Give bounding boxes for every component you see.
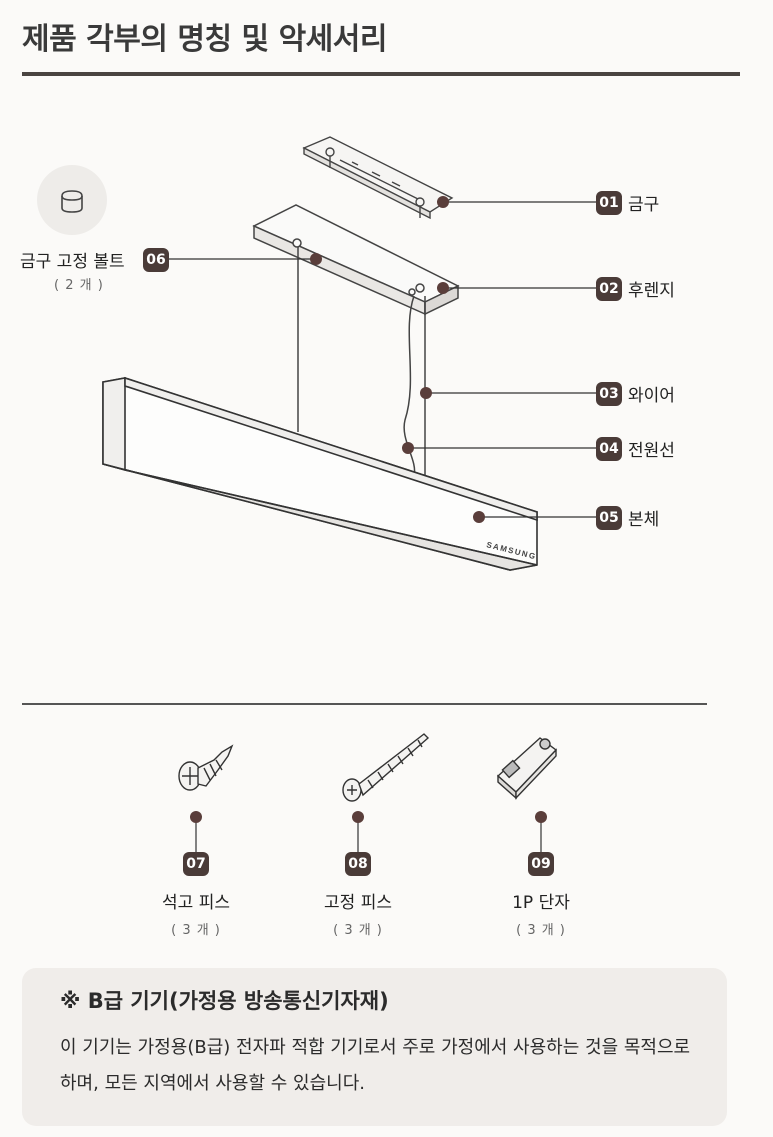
screw-icon bbox=[342, 733, 430, 802]
part-label-power-cord: 전원선 bbox=[628, 441, 675, 461]
accessory-name: 석고 피스 bbox=[162, 893, 230, 913]
part-label-body: 본체 bbox=[628, 510, 660, 530]
accessory-terminal: 1P 단자 ( 3 개 ) bbox=[471, 888, 611, 938]
accessory-badge-07: 07 bbox=[183, 852, 209, 876]
part-label-bracket-bolt: 금구 고정 볼트 bbox=[20, 252, 125, 272]
part-label-flange: 후렌지 bbox=[628, 281, 675, 301]
title-divider bbox=[22, 72, 740, 76]
terminal-connector-icon bbox=[496, 737, 558, 800]
lamp-body-drawing bbox=[102, 376, 538, 571]
accessory-screw: 고정 피스 ( 3 개 ) bbox=[288, 888, 428, 938]
accessory-qty: ( 3 개 ) bbox=[516, 923, 566, 938]
bracket-drawing bbox=[302, 136, 454, 220]
page-title: 제품 각부의 명칭 및 악세서리 bbox=[22, 22, 387, 57]
leader-dots bbox=[310, 196, 485, 523]
part-badge-05: 05 bbox=[596, 506, 622, 530]
part-badge-02: 02 bbox=[596, 277, 622, 301]
part-qty-bracket-bolt: ( 2 개 ) bbox=[54, 278, 104, 293]
accessories-diagram bbox=[178, 733, 558, 852]
bolt-icon bbox=[61, 190, 83, 213]
accessory-badge-09: 09 bbox=[528, 852, 554, 876]
accessory-name: 1P 단자 bbox=[512, 893, 570, 913]
part-label-bracket: 금구 bbox=[628, 195, 660, 215]
wires-drawing bbox=[297, 247, 426, 477]
part-label-wire: 와이어 bbox=[628, 386, 675, 406]
emc-notice-box: ※ B급 기기(가정용 방송통신기자재) 이 기기는 가정용(B급) 전자파 적… bbox=[22, 968, 727, 1126]
part-badge-03: 03 bbox=[596, 382, 622, 406]
section-divider bbox=[22, 703, 707, 705]
accessory-drywall-anchor: 석고 피스 ( 3 개 ) bbox=[126, 888, 266, 938]
part-badge-04: 04 bbox=[596, 437, 622, 461]
product-diagram: SAMSUNG bbox=[37, 136, 596, 571]
accessory-qty: ( 3 개 ) bbox=[333, 923, 383, 938]
part-badge-01: 01 bbox=[596, 191, 622, 215]
emc-notice-body: 이 기기는 가정용(B급) 전자파 적합 기기로서 주로 가정에서 사용하는 것… bbox=[60, 1037, 691, 1094]
drywall-anchor-icon bbox=[178, 744, 234, 791]
part-badge-06: 06 bbox=[143, 248, 169, 272]
emc-notice-title: ※ B급 기기(가정용 방송통신기자재) bbox=[60, 989, 389, 1013]
accessory-name: 고정 피스 bbox=[324, 893, 392, 913]
leader-lines bbox=[169, 201, 596, 518]
accessory-badge-08: 08 bbox=[345, 852, 371, 876]
accessory-qty: ( 3 개 ) bbox=[171, 923, 221, 938]
